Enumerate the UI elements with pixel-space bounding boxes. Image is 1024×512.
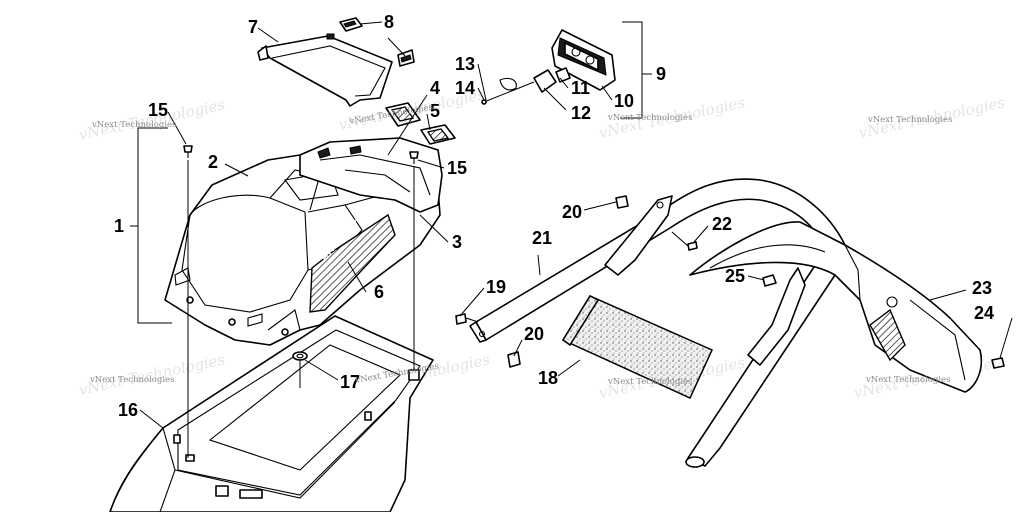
watermark-text: vNext Technologies (91, 120, 176, 130)
callout-3: 3 (452, 232, 462, 252)
callout-19: 19 (486, 277, 506, 297)
screw-part (183, 145, 419, 164)
callout-11: 11 (571, 78, 590, 98)
callout-labels: 1 2 3 4 5 6 7 8 9 10 11 12 13 14 15 15 1… (114, 12, 994, 420)
callout-18: 18 (538, 368, 558, 388)
watermark-text: vNext Technologies (607, 377, 692, 387)
grommet-part (408, 369, 420, 381)
callout-21: 21 (532, 228, 552, 248)
callout-13: 13 (455, 54, 475, 74)
callout-9: 9 (656, 64, 666, 84)
callout-10: 10 (614, 91, 634, 111)
clip-part (339, 17, 415, 67)
callout-22: 22 (712, 214, 732, 234)
taillight-part (481, 29, 616, 105)
leader-lines (130, 21, 1013, 429)
callout-14: 14 (455, 78, 475, 98)
callout-2: 2 (208, 152, 218, 172)
callout-17: 17 (340, 372, 360, 392)
callout-1: 1 (114, 216, 124, 236)
seat-cowl-part: ARCTIC CAT (164, 149, 441, 346)
callout-25: 25 (725, 266, 745, 286)
grommet-17-part (292, 351, 308, 388)
callout-24: 24 (974, 303, 994, 323)
storage-tub-part (109, 315, 434, 512)
rear-cowl-part (299, 137, 443, 213)
fastener-part (455, 195, 1005, 369)
callout-16: 16 (118, 400, 138, 420)
callout-23: 23 (972, 278, 992, 298)
callout-15b: 15 (447, 158, 467, 178)
callout-20a: 20 (562, 202, 582, 222)
callout-7: 7 (248, 17, 258, 37)
callout-8: 8 (384, 12, 394, 32)
watermark-text: vNext Technologies (867, 115, 952, 125)
callout-20b: 20 (524, 324, 544, 344)
flap-plate-part (257, 33, 393, 107)
callout-6: 6 (374, 282, 384, 302)
foam-block-part (561, 295, 713, 399)
watermark-text: vNext Technologies (607, 113, 692, 123)
callout-4: 4 (430, 78, 440, 98)
watermark-text: vNext Technologies (89, 375, 174, 385)
rear-flap-part (689, 221, 983, 393)
watermark-text: vNext Technologies (865, 375, 950, 385)
callout-12: 12 (571, 103, 591, 123)
callout-5: 5 (430, 101, 440, 121)
grab-bar-part (469, 178, 849, 468)
callout-15a: 15 (148, 100, 168, 120)
